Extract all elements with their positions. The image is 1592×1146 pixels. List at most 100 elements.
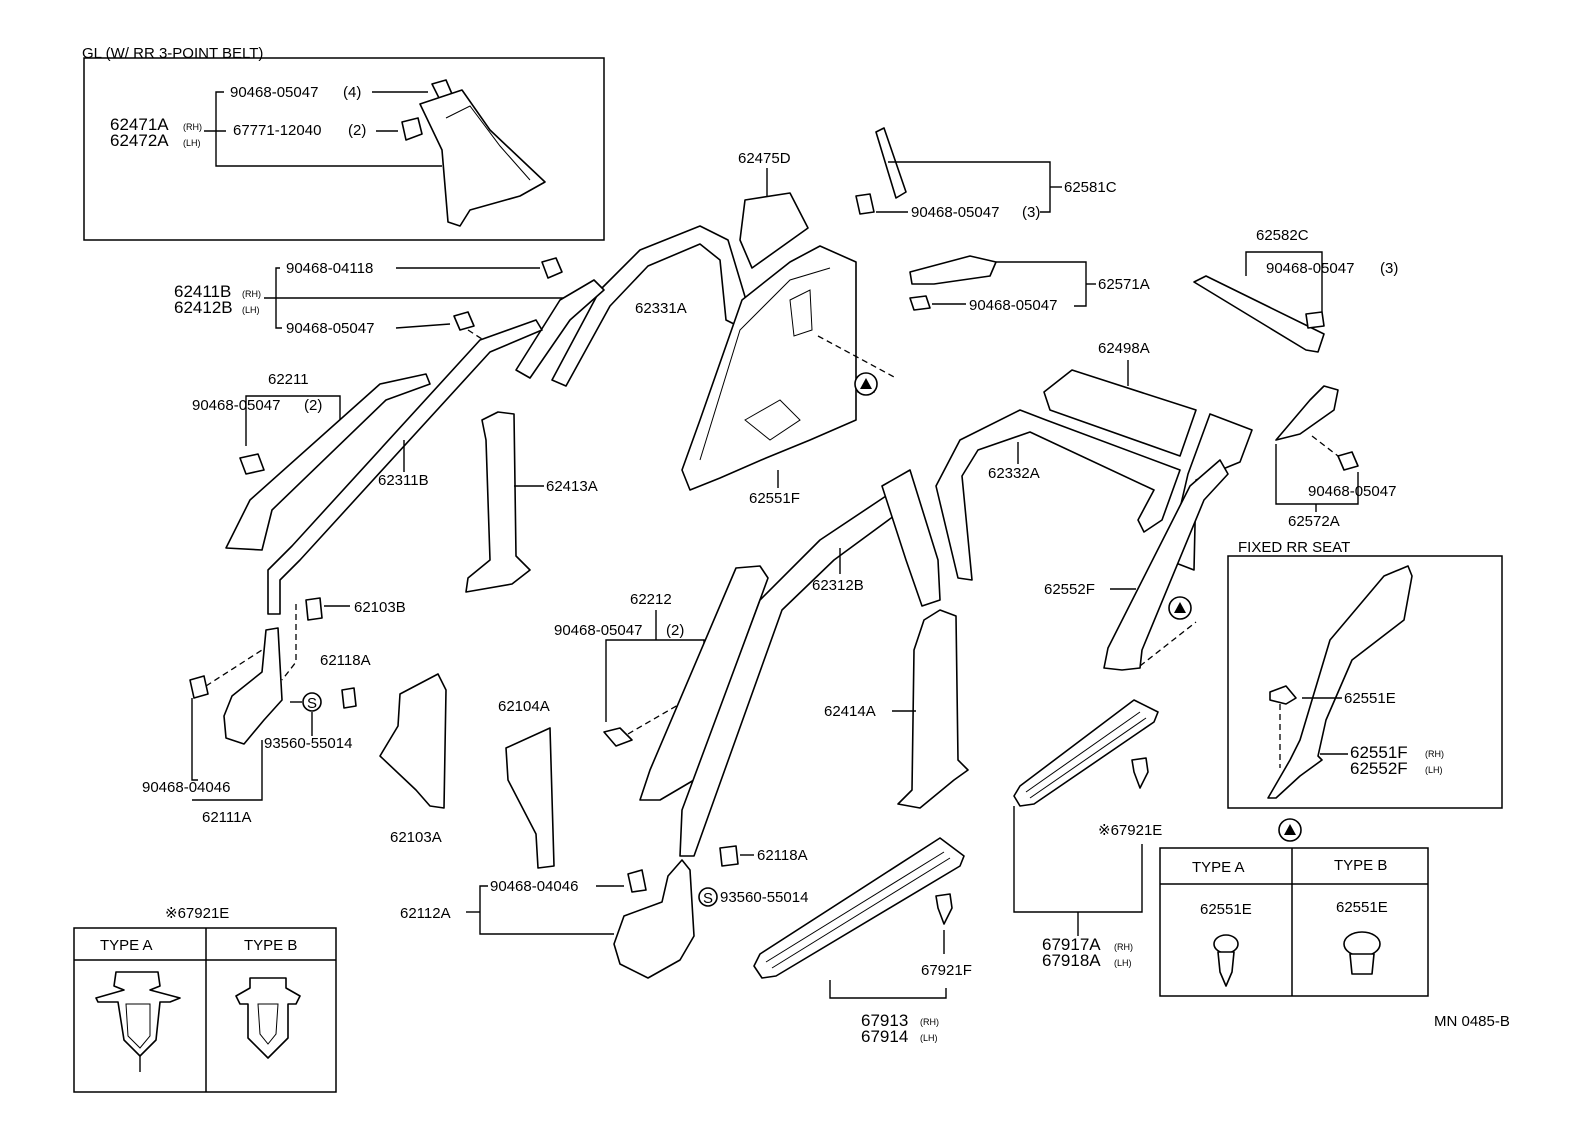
- label-67917A-rh: (RH): [1114, 942, 1133, 952]
- group-62475D: 62475D: [738, 150, 809, 269]
- inset-gl-part-rh: 62471A: [110, 115, 169, 134]
- label-67921E: ※67921E: [1098, 822, 1162, 839]
- inset-gl-fastener: 67771-12040: [233, 122, 321, 139]
- group-62498A: 62498A 62332A: [935, 340, 1253, 581]
- label-62118A-1: 62118A: [320, 652, 371, 669]
- clip-type-a-icon: [1213, 934, 1239, 954]
- s-mark-circle: [302, 692, 322, 712]
- inset-gl-bracket: [215, 91, 442, 167]
- kick-panel-bracket-icon: [223, 627, 283, 745]
- inset-gl-rh: (RH): [183, 122, 202, 132]
- label-62411B: 62411B: [174, 282, 231, 301]
- clip-icon: [305, 597, 323, 621]
- clip-icon: [453, 311, 475, 331]
- label-90468-04046-2: 90468-04046: [490, 878, 578, 895]
- quarter-window-trim-icon: [1043, 369, 1197, 457]
- trim-bracket-icon: [909, 255, 997, 285]
- label-62414A: 62414A: [824, 703, 876, 720]
- triangle-table-type-a: TYPE A: [1192, 859, 1245, 876]
- label-62582C-clip: 90468-05047: [1266, 260, 1354, 277]
- inset-fixed-rh: (RH): [1425, 749, 1444, 759]
- label-62581C: 62581C: [1064, 179, 1117, 196]
- trim-strip-icon: [875, 127, 907, 199]
- group-62211: 62211 90468-05047 (2) 62311B: [192, 319, 543, 615]
- push-clip-type-b-icon: [235, 977, 301, 1059]
- label-62412B-lh: (LH): [242, 305, 260, 315]
- center-pillar-garnish-icon: [465, 411, 531, 593]
- fastener-table-type-a: TYPE A: [100, 937, 153, 954]
- label-62411B-rh: (RH): [242, 289, 261, 299]
- inset-gl-frame: [83, 57, 605, 241]
- label-90468-04118: 90468-04118: [286, 260, 373, 277]
- group-62103A: 62103A: [379, 673, 447, 846]
- label-62211-clip-qty: (2): [304, 397, 322, 414]
- label-62103B: 62103B: [354, 599, 406, 616]
- fastener-icon: [401, 117, 423, 141]
- front-pillar-garnish-icon: [225, 373, 431, 551]
- label-62582C: 62582C: [1256, 227, 1309, 244]
- group-62331A: 62331A: [551, 225, 747, 387]
- group-62111A: 62103B 62118A S 93560-55014 90468-04046 …: [142, 597, 406, 826]
- label-67918A: 67918A: [1042, 951, 1101, 970]
- inset-gl-part-lh: 62472A: [110, 131, 169, 150]
- inset-fixed-62552F: 62552F: [1350, 759, 1408, 778]
- inset-fixed-62551E: 62551E: [1344, 690, 1396, 707]
- center-pillar-garnish-icon: [897, 609, 969, 809]
- fastener-table-type-b: TYPE B: [244, 937, 297, 954]
- inset-gl-lh: (LH): [183, 138, 201, 148]
- kick-panel-bracket-icon: [613, 859, 695, 979]
- inset-fixed-frame: [1227, 555, 1503, 809]
- nut-icon: [341, 687, 357, 709]
- group-67913: 67921F 67913 (RH) 67914 (LH): [753, 837, 972, 1046]
- trim-bracket-icon: [1275, 385, 1339, 441]
- group-62112A: 62118A 90468-04046 S 93560-55014 62112A: [400, 845, 808, 979]
- label-67913-rh: (RH): [920, 1017, 939, 1027]
- label-62212-clip: 90468-05047: [554, 622, 642, 639]
- group-62104A: 62104A: [498, 698, 555, 869]
- group-67917A: ※67921E 67917A (RH) 67918A (LH): [1013, 699, 1162, 970]
- group-62413A: 62413A: [465, 411, 598, 593]
- label-62118A-2: 62118A: [757, 847, 808, 864]
- quarter-trim-panel-icon: [1267, 565, 1413, 799]
- label-62571A: 62571A: [1098, 276, 1150, 293]
- label-93560-2: 93560-55014: [720, 889, 808, 906]
- fastener-icon: [935, 893, 953, 925]
- label-67914: 67914: [861, 1027, 908, 1046]
- group-62414A: 62414A: [824, 609, 969, 809]
- inset-fixed-title: FIXED RR SEAT: [1238, 539, 1350, 556]
- label-62312B: 62312B: [812, 577, 864, 594]
- push-clip-type-a-icon: [95, 971, 181, 1057]
- group-62581C: 62581C 90468-05047 (3): [855, 127, 1117, 221]
- fastener-table-frame: [73, 927, 337, 1093]
- label-67913: 67913: [861, 1011, 908, 1030]
- label-62475D: 62475D: [738, 150, 791, 167]
- label-62112A: 62112A: [400, 905, 451, 922]
- reference-code: MN 0485-B: [1434, 1013, 1510, 1030]
- label-62413A: 62413A: [546, 478, 598, 495]
- label-62311B: 62311B: [378, 472, 429, 489]
- triangle-mark-icon: [1284, 824, 1296, 835]
- label-62572A: 62572A: [1288, 513, 1340, 530]
- scuff-plate-icon: [753, 837, 965, 979]
- clip-icon: [189, 675, 209, 699]
- group-62551F-top: 62551F: [681, 245, 897, 507]
- s-mark-circle: [698, 887, 718, 907]
- nut-icon: [719, 845, 739, 867]
- fastener-table-title: ※67921E: [165, 905, 229, 922]
- label-62581C-clip-qty: (3): [1022, 204, 1040, 221]
- label-62212: 62212: [630, 591, 672, 608]
- label-62571A-clip: 90468-05047: [969, 297, 1057, 314]
- quarter-window-trim-icon: [739, 192, 809, 269]
- s-mark-1: S: [307, 695, 317, 712]
- group-62212: 62212 90468-05047 (2) 62312B: [554, 469, 941, 857]
- label-67914-lh: (LH): [920, 1033, 938, 1043]
- triangle-type-table: TYPE A TYPE B 62551E 62551E: [1159, 818, 1429, 997]
- group-62572A: 90468-05047 62572A: [1275, 385, 1396, 530]
- inset-fixed-lh: (LH): [1425, 765, 1443, 775]
- inset-fixed-62551F: 62551F: [1350, 743, 1408, 762]
- label-62572A-clip: 90468-05047: [1308, 483, 1396, 500]
- pillar-garnish-icon: [515, 279, 605, 379]
- label-62211-clip: 90468-05047: [192, 397, 280, 414]
- front-pillar-garnish-icon: [639, 565, 769, 801]
